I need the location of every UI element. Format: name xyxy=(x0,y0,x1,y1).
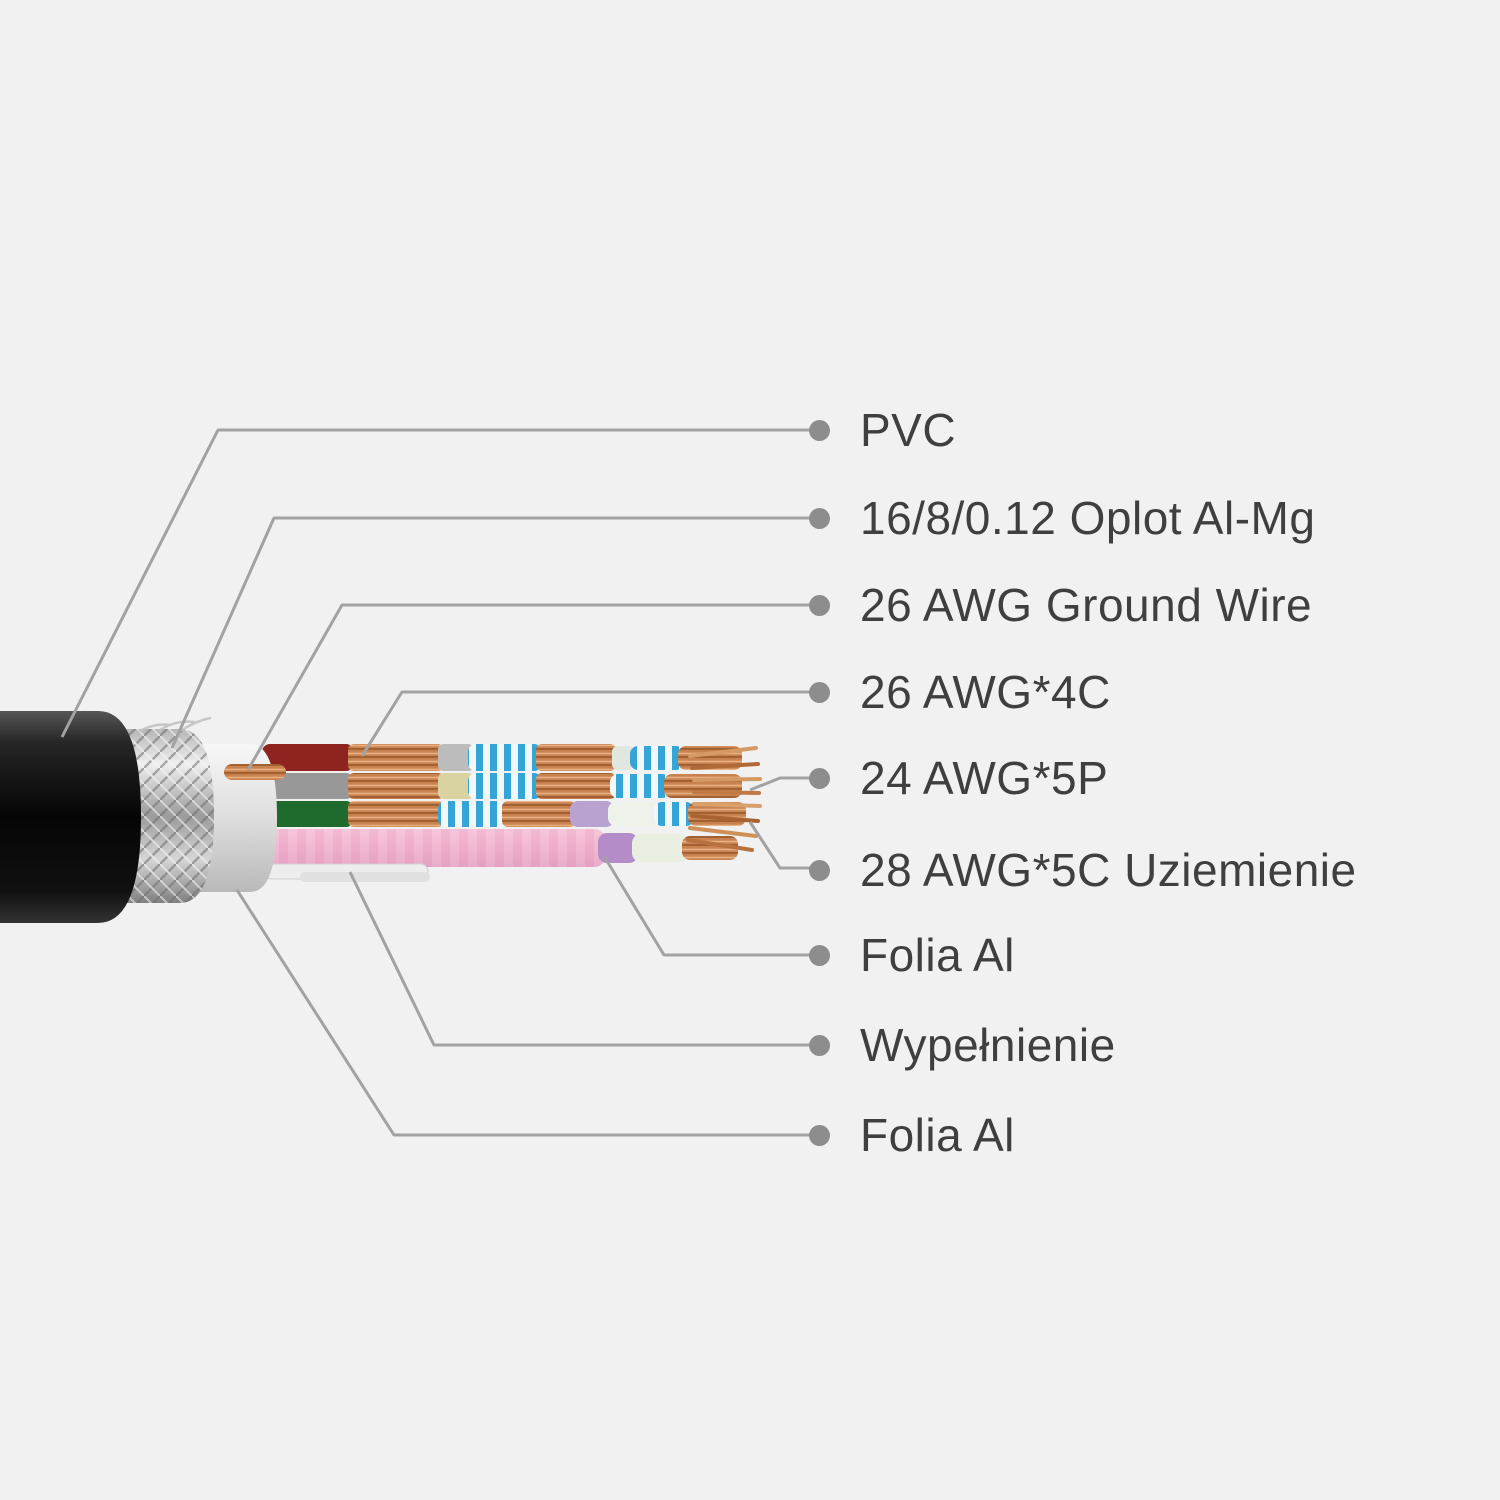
label-foil-2: Folia Al xyxy=(809,1108,1015,1162)
bullet-icon xyxy=(809,594,830,616)
label-filler: Wypełnienie xyxy=(809,1018,1116,1072)
bullet-icon xyxy=(809,767,830,789)
copper-strands xyxy=(686,746,762,852)
label-braid: 16/8/0.12 Oplot Al-Mg xyxy=(809,491,1315,545)
label-text: Folia Al xyxy=(860,929,1015,981)
label-text: Folia Al xyxy=(860,1109,1015,1161)
label-24awg-5p: 24 AWG*5P xyxy=(809,751,1108,805)
label-text: 24 AWG*5P xyxy=(860,752,1109,804)
bullet-icon xyxy=(809,1124,830,1146)
inner-wires xyxy=(262,744,762,882)
bullet-icon xyxy=(809,681,830,703)
label-text: 16/8/0.12 Oplot Al-Mg xyxy=(860,492,1316,544)
bullet-icon xyxy=(809,944,830,966)
label-text: 26 AWG*4C xyxy=(860,666,1111,718)
leader-lines xyxy=(60,428,818,1137)
label-text: 28 AWG*5C Uziemienie xyxy=(860,844,1357,896)
label-26awg-4c: 26 AWG*4C xyxy=(809,665,1111,719)
bullet-icon xyxy=(809,859,830,881)
bullet-icon xyxy=(809,419,830,441)
label-text: 26 AWG Ground Wire xyxy=(860,579,1313,631)
label-text: PVC xyxy=(860,404,957,456)
label-ground-wire: 26 AWG Ground Wire xyxy=(809,578,1312,632)
label-text: Wypełnienie xyxy=(860,1019,1116,1071)
label-foil-1: Folia Al xyxy=(809,928,1015,982)
label-pvc: PVC xyxy=(809,403,956,457)
bullet-icon xyxy=(809,1034,830,1056)
pvc-jacket xyxy=(0,711,141,923)
bullet-icon xyxy=(809,507,830,529)
ground-wire xyxy=(224,764,286,780)
label-28awg-5c: 28 AWG*5C Uziemienie xyxy=(809,843,1357,897)
